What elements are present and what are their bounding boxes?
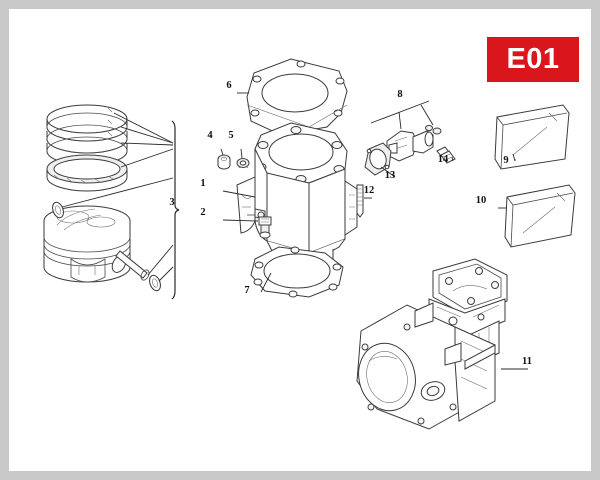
callout-label-10: 10 xyxy=(476,195,487,206)
head-gasket-icon xyxy=(246,58,348,136)
gasket-set-lower-icon xyxy=(504,184,576,248)
callout-3-bracket xyxy=(171,120,180,300)
callout-label-12: 12 xyxy=(364,185,375,196)
oval-gasket-icon xyxy=(364,142,392,176)
complete-engine-icon xyxy=(356,258,508,430)
washer-collar-icon xyxy=(236,158,250,169)
callout-label-3: 3 xyxy=(169,197,174,208)
callout-4-leader xyxy=(220,148,224,156)
oil-nipple-icon xyxy=(258,216,272,239)
callout-label-1: 1 xyxy=(200,178,205,189)
callout-7-leader xyxy=(260,272,272,293)
callout-label-2: 2 xyxy=(200,207,205,218)
piston-kit-group xyxy=(43,104,180,300)
callout-14-leader xyxy=(451,156,454,162)
circlip-lower-icon xyxy=(149,274,161,292)
technical-line-art: 1 2 3 4 5 6 7 8 9 10 11 12 13 14 xyxy=(43,58,576,430)
piston-pin-icon xyxy=(111,250,150,281)
callout-label-6: 6 xyxy=(226,80,231,91)
callout-8-bracket xyxy=(370,100,430,124)
circlip-upper-icon xyxy=(52,201,64,219)
diagram-code-text: E01 xyxy=(506,43,560,75)
stud-bolt-icon xyxy=(356,184,364,218)
callout-5-leader xyxy=(240,148,243,159)
callout-labels: 1 2 3 4 5 6 7 8 9 10 11 12 13 14 xyxy=(169,80,532,367)
diagram-code-badge: E01 xyxy=(487,37,579,82)
water-pump-assembly-icon xyxy=(386,124,442,162)
callout-label-8: 8 xyxy=(397,89,402,100)
callout-label-9: 9 xyxy=(503,155,508,166)
base-gasket-icon xyxy=(250,246,344,298)
gasket-set-upper-icon xyxy=(494,104,570,170)
callout-2-leader xyxy=(222,219,259,222)
piston-icon xyxy=(43,205,131,283)
oil-control-ring-icon xyxy=(46,154,128,192)
diagram-canvas: 1 2 3 4 5 6 7 8 9 10 11 12 13 14 xyxy=(9,9,591,471)
callout-13-leader xyxy=(380,166,396,178)
callout-label-5: 5 xyxy=(228,130,233,141)
callout-label-14: 14 xyxy=(438,154,449,165)
screw-icon xyxy=(436,146,456,164)
callout-label-13: 13 xyxy=(385,170,396,181)
callout-1-leader xyxy=(222,190,256,198)
callout-label-4: 4 xyxy=(207,130,213,141)
callout-label-7: 7 xyxy=(244,285,249,296)
dowel-pin-icon xyxy=(217,154,231,170)
callout-label-11: 11 xyxy=(522,356,532,367)
